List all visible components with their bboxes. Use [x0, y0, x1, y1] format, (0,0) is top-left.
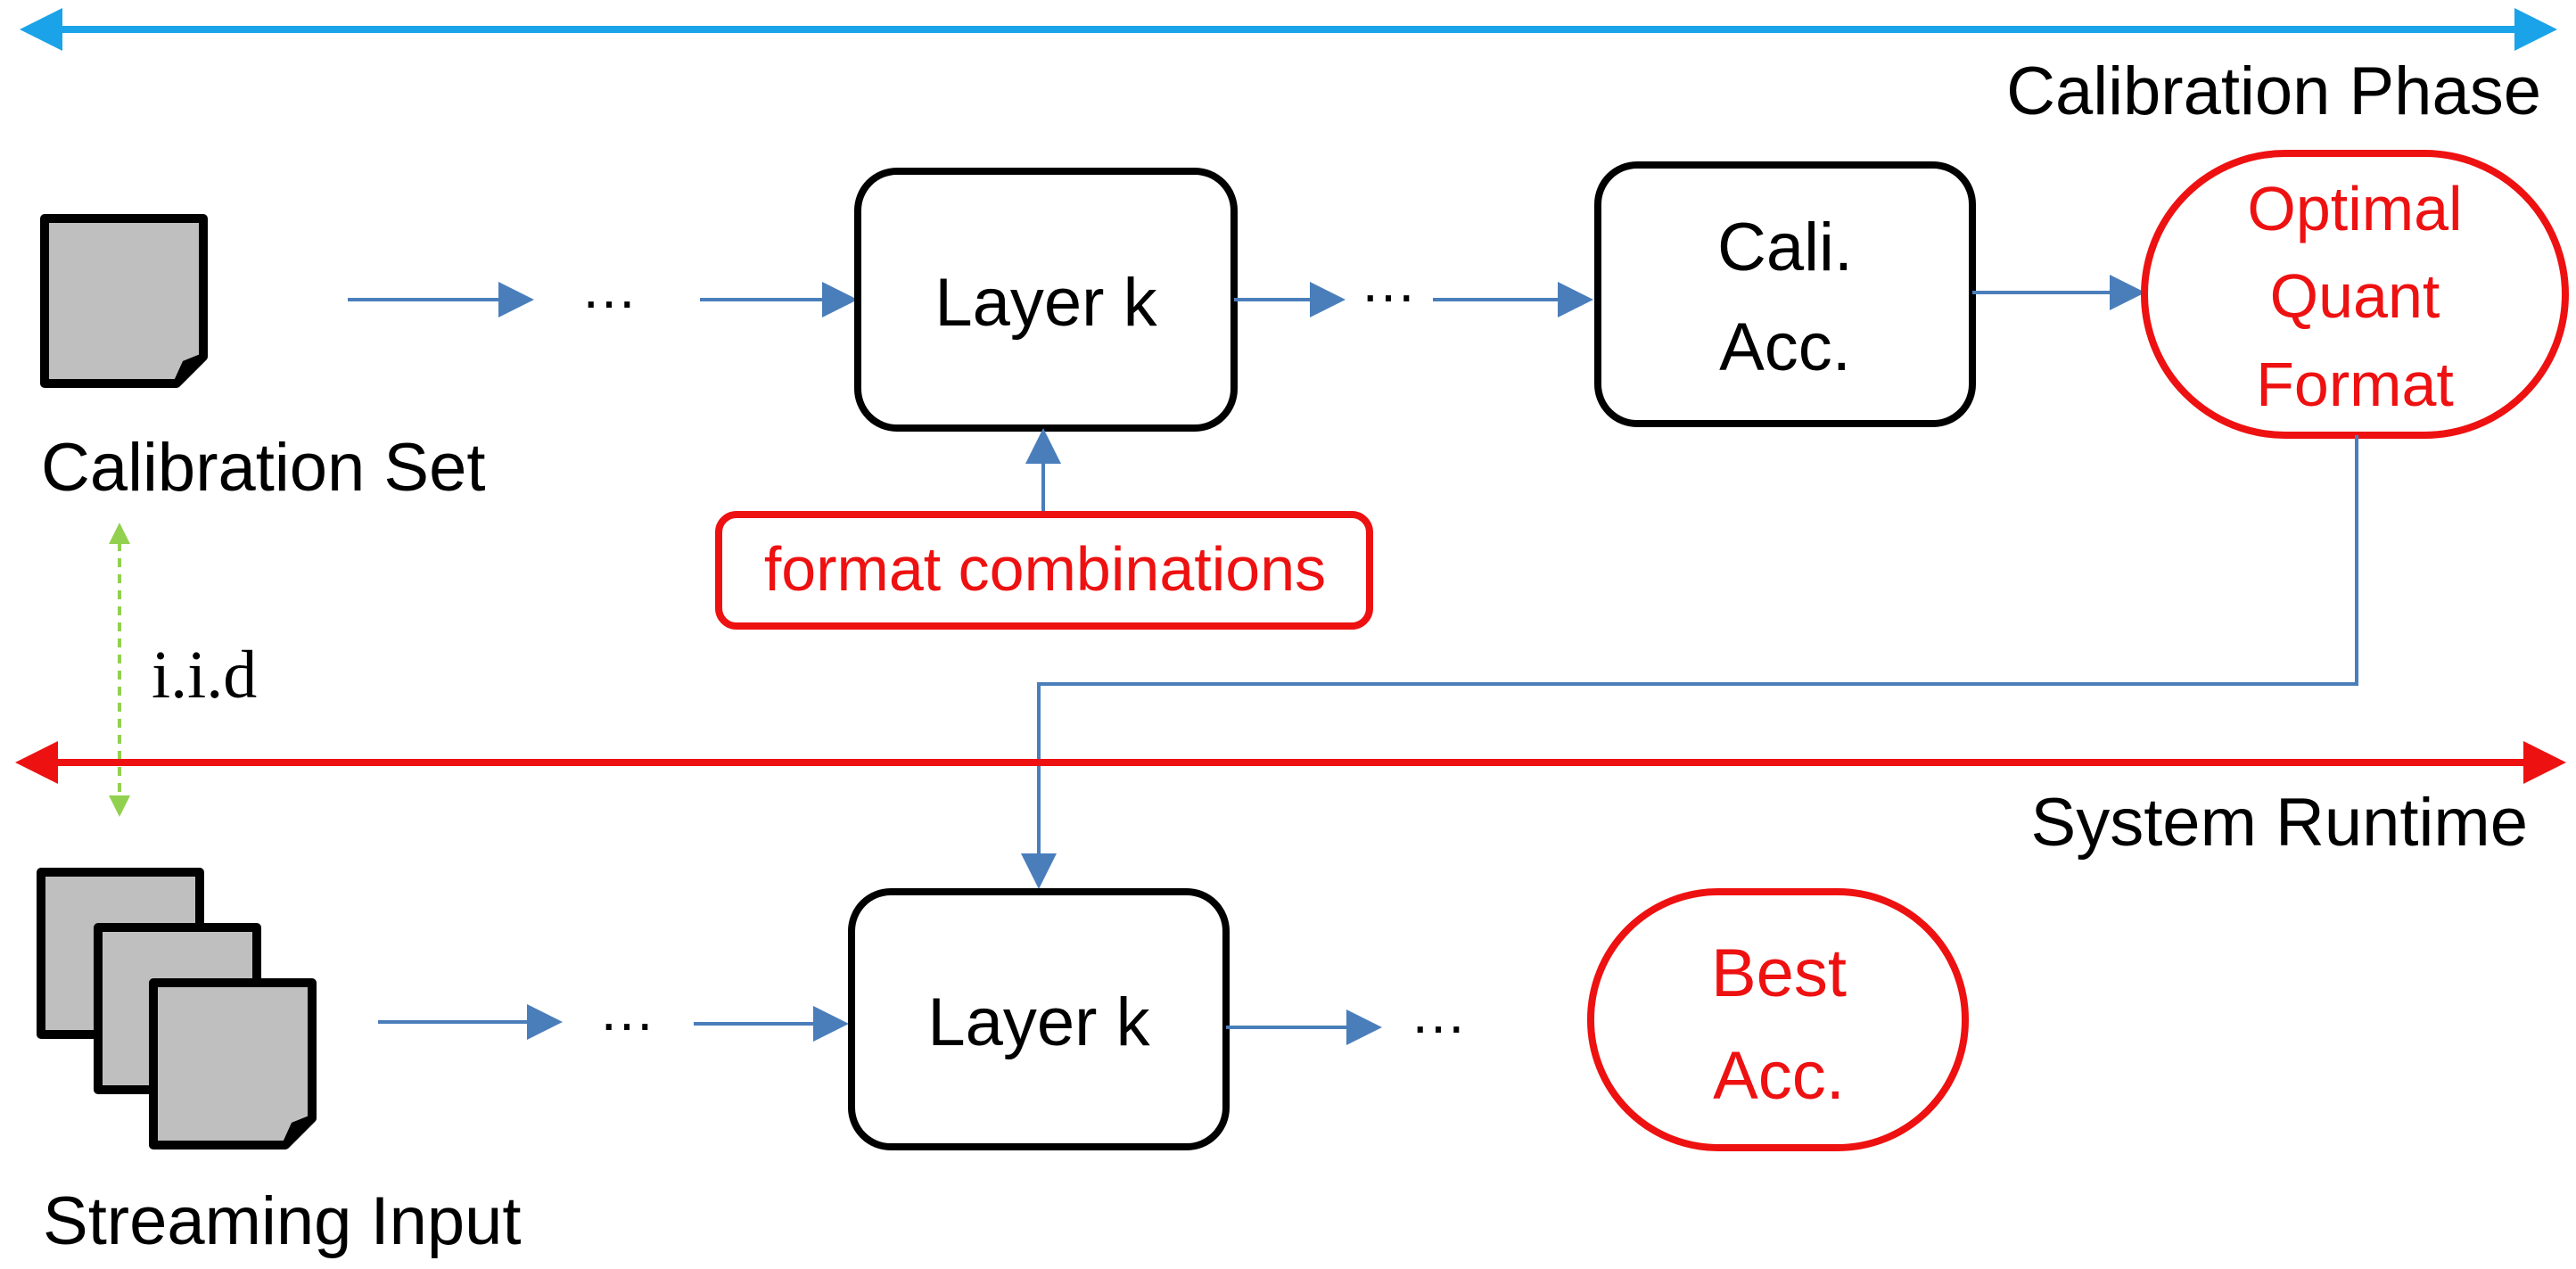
optimal-label-line1: Optimal	[2247, 174, 2462, 243]
best-acc-label-line2: Acc.	[1713, 1038, 1845, 1114]
cali-acc-label-line2: Acc.	[1719, 309, 1851, 385]
optimal-label-line2: Quant	[2270, 261, 2440, 331]
layer-k-label: Layer k	[934, 265, 1157, 341]
runtime-layer-k-label: Layer k	[927, 985, 1150, 1060]
format-combinations-box	[715, 511, 1373, 630]
iid-label: i.i.d	[152, 638, 257, 713]
ellipsis: …	[580, 256, 638, 320]
format-deployment-connector	[1021, 435, 2358, 889]
format-combinations-label: format combinations	[764, 534, 1326, 604]
runtime-layer-k-box	[848, 888, 1230, 1150]
ellipsis: …	[598, 978, 655, 1042]
streaming-input-label: Streaming Input	[43, 1183, 522, 1259]
optimal-label-line3: Format	[2256, 350, 2454, 419]
stacked-documents-icon	[37, 868, 317, 1150]
ellipsis: …	[1360, 250, 1417, 314]
best-acc-box	[1587, 888, 1969, 1151]
runtime-label: System Runtime	[2031, 785, 2529, 861]
calibration-set-label: Calibration Set	[41, 430, 486, 506]
cali-acc-label-line1: Cali.	[1717, 210, 1853, 285]
calibration-phase-label: Calibration Phase	[2006, 54, 2541, 129]
best-acc-label-line1: Best	[1711, 935, 1847, 1011]
ellipsis: …	[1410, 981, 1467, 1045]
document-icon	[40, 214, 208, 388]
